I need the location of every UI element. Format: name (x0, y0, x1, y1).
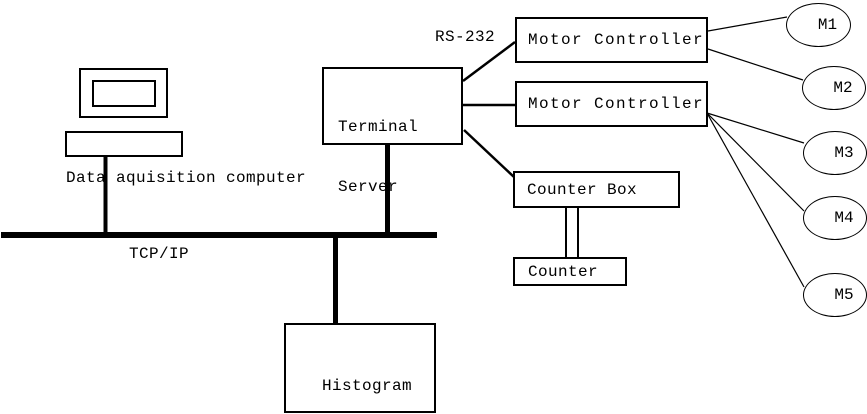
data-acquisition-computer-label: Data aquisition computer (66, 169, 307, 187)
line-mc2-m5 (706, 112, 805, 288)
counter-label: Counter (528, 262, 599, 281)
motor-controller-2-label: Motor Controller (528, 95, 705, 113)
counter-node: Counter (513, 257, 627, 286)
motor-controller-2-node: Motor Controller (515, 81, 708, 127)
computer-keyboard-icon (65, 131, 183, 157)
motor-m2-label: M2 (833, 79, 853, 97)
motor-m5-label: M5 (834, 286, 854, 304)
computer-monitor-icon (79, 68, 168, 118)
tcpip-bus-label: TCP/IP (129, 245, 190, 263)
motor-controller-1-node: Motor Controller (515, 17, 708, 63)
terminal-server-label-line2: Server (338, 178, 399, 196)
counter-box-label: Counter Box (527, 180, 638, 199)
rs232-label: RS-232 (435, 28, 496, 46)
line-mc1-m1 (707, 16, 788, 32)
line-mc2-m3 (706, 112, 805, 144)
terminal-server-label-line1: Terminal (338, 118, 419, 136)
motor-m5-node: M5 (803, 273, 867, 317)
line-ts-counterbox (463, 129, 515, 178)
histogram-memory-node: Histogram Memory (284, 323, 436, 413)
motor-controller-1-label: Motor Controller (528, 31, 705, 49)
computer-screen-icon (92, 80, 156, 107)
motor-m1-node: M1 (786, 3, 851, 47)
histogram-memory-label-line1: Histogram (322, 377, 413, 395)
line-ts-mc1 (462, 41, 516, 82)
terminal-server-node: Terminal Server (322, 67, 463, 196)
motor-m3-label: M3 (834, 144, 854, 162)
line-mc2-m4 (706, 112, 805, 212)
counter-box-node: Counter Box (513, 171, 680, 208)
motor-m3-node: M3 (803, 131, 867, 175)
motor-m4-label: M4 (834, 209, 854, 227)
motor-m1-label: M1 (817, 16, 838, 34)
line-mc1-m2 (707, 48, 804, 81)
motor-m2-node: M2 (802, 66, 866, 110)
motor-m4-node: M4 (803, 196, 867, 240)
